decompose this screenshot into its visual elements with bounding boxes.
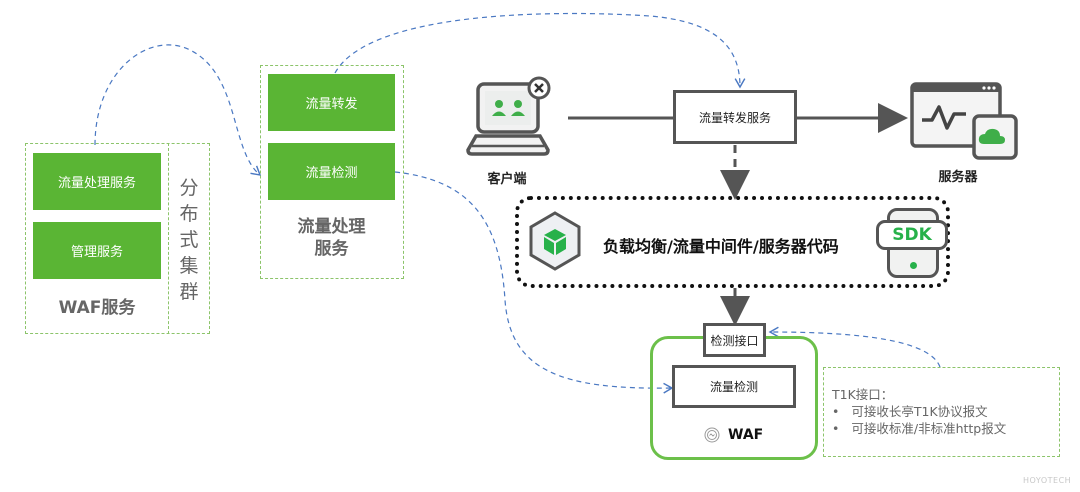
sdk-dot [910,262,917,269]
waf-service-traffic-processing[interactable]: 流量处理服务 [33,153,161,210]
service-traffic-detection[interactable]: 流量检测 [268,143,395,200]
side-char: 布 [179,203,199,225]
t1k-note: T1K接口： • 可接收长亭T1K协议报文 • 可接收标准/非标准http报文 [823,367,1060,457]
server-monitor-cloud-icon [910,82,1018,160]
waf-logo-icon [704,427,720,443]
bullet: • [832,404,840,419]
title-line-2: 服务 [314,239,349,259]
side-char: 群 [179,281,199,303]
waf-cluster-title: WAF服务 [58,298,136,318]
traffic-forwarding-service[interactable]: 流量转发服务 [673,90,797,144]
sdk-badge: SDK [876,220,948,250]
side-char: 式 [179,229,199,251]
t1k-item-text: 可接收标准/非标准http报文 [851,421,1007,436]
traffic-processing-title: 流量处理 服务 [268,216,395,260]
client-label: 客户端 [487,172,527,187]
side-char: 分 [179,177,199,199]
waf-service-management[interactable]: 管理服务 [33,222,161,279]
waf-cluster-container [25,143,210,334]
side-char: 集 [179,255,199,277]
t1k-item: • 可接收标准/非标准http报文 [832,420,1059,437]
middleware-container [515,196,950,288]
bullet: • [832,421,840,436]
t1k-title: T1K接口： [832,387,894,402]
waf-brand-label: WAF [728,427,764,443]
server-label: 服务器 [938,170,978,185]
cluster-divider [168,143,169,334]
waf-brand: WAF [704,427,763,443]
laptop-users-icon [466,76,551,156]
waf-traffic-detection[interactable]: 流量检测 [672,365,796,408]
middleware-label: 负载均衡/流量中间件/服务器代码 [603,237,839,256]
service-traffic-forwarding[interactable]: 流量转发 [268,74,395,131]
title-line-1: 流量处理 [297,217,366,237]
traffic-processing-container [260,65,404,279]
t1k-item: • 可接收长亭T1K协议报文 [832,403,1059,420]
watermark: HOYOTECH [1023,476,1072,485]
t1k-item-text: 可接收长亭T1K协议报文 [851,404,988,419]
distributed-cluster-label: 分 布 式 集 群 [172,175,206,305]
cube-hexagon-icon [529,211,581,271]
detection-interface[interactable]: 检测接口 [703,323,766,357]
